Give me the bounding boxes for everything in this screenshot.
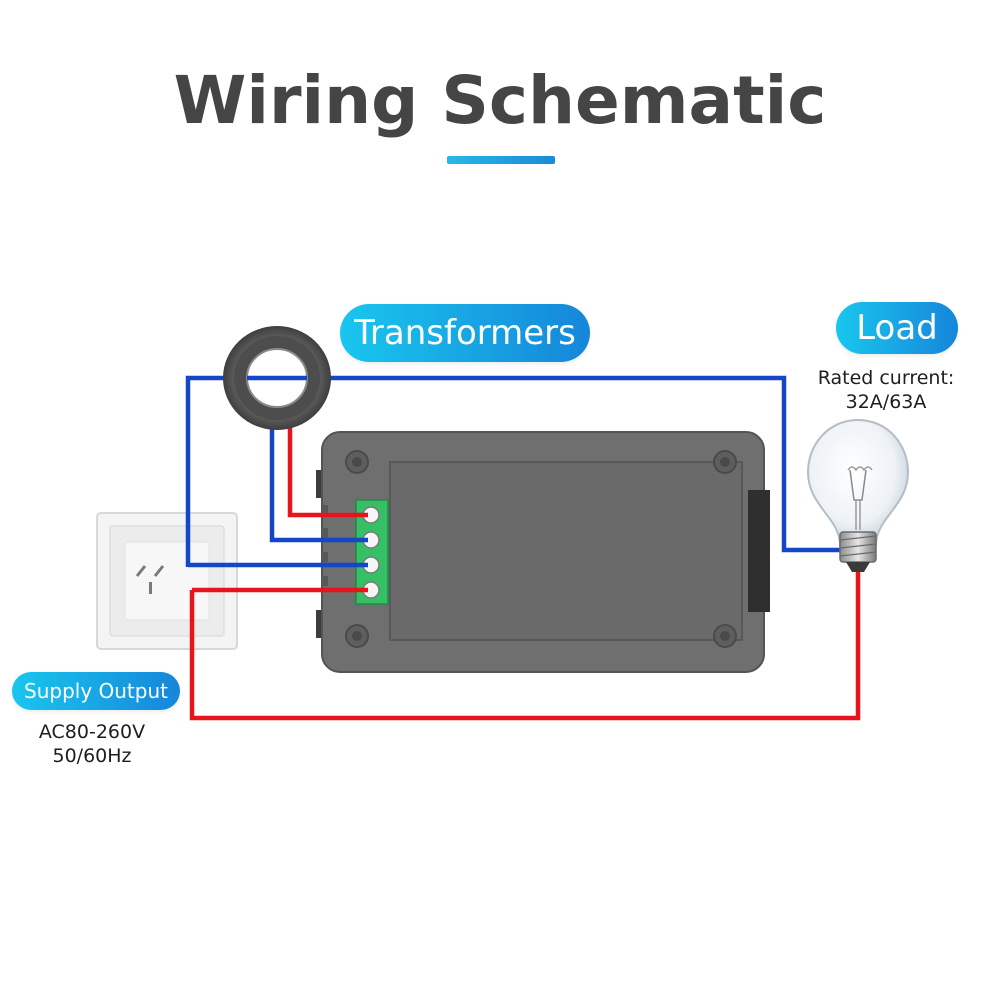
load-rated-line1: Rated current:: [817, 367, 955, 389]
neutral-wire-load: [185, 375, 232, 567]
current-transformer-icon: [223, 326, 331, 430]
neutral-wire-load-2: [330, 375, 842, 553]
title-underline: [447, 156, 555, 164]
load-rated-current-note: Rated current: 32A/63A: [806, 366, 966, 414]
wires: [185, 375, 861, 721]
transformers-label: Transformers: [340, 304, 590, 362]
power-meter-device-icon: [316, 431, 770, 673]
supply-spec-note: AC80-260V 50/60Hz: [22, 720, 162, 768]
wall-socket-icon: [96, 512, 238, 650]
supply-output-label: Supply Output: [12, 672, 180, 710]
live-wire-load: [189, 568, 861, 721]
page-title: Wiring Schematic: [173, 62, 827, 139]
load-label: Load: [836, 302, 958, 354]
supply-frequency: 50/60Hz: [52, 745, 132, 767]
transformer-lead-blue: [269, 418, 368, 543]
transformer-lead-red: [287, 405, 368, 518]
load-rated-line2: 32A/63A: [845, 391, 927, 413]
terminal-block: [355, 499, 389, 605]
supply-voltage: AC80-260V: [38, 721, 146, 743]
light-bulb-icon: [806, 418, 910, 572]
